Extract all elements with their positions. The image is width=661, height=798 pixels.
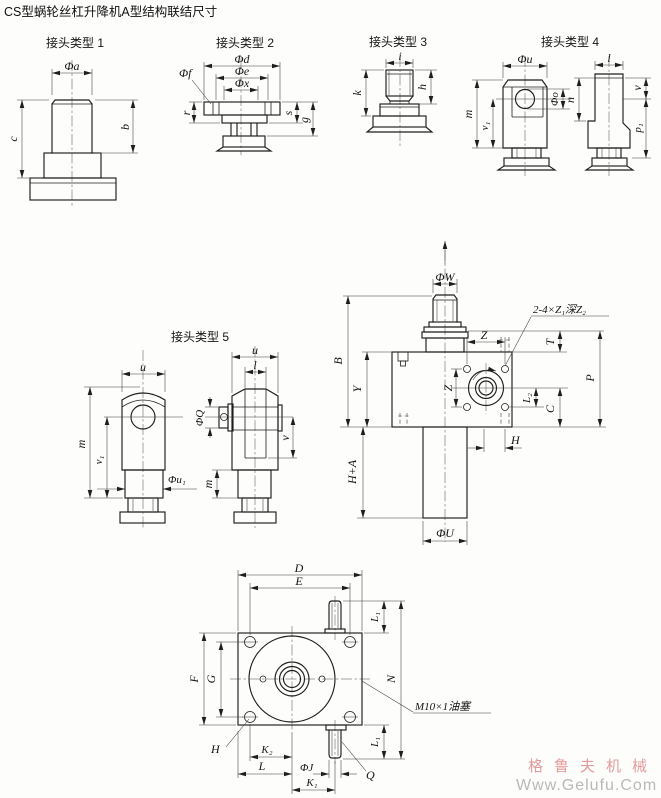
- dim-phi-w: ΦW: [435, 270, 455, 284]
- watermark-brand: 格鲁夫机械: [528, 758, 658, 775]
- main-front-view: ΦW Z Z: [331, 241, 609, 545]
- dim-k2: K₂: [260, 744, 272, 756]
- dim-phi-f: Φf: [179, 66, 193, 80]
- dim-k: k: [350, 90, 364, 96]
- bottom-plan-view: D E F G H K₂ L ΦJ K₁: [187, 561, 491, 794]
- joint-type-2: 接头类型 2 Φd Φe Φx Φf r s: [179, 35, 318, 155]
- watermark-url: Www.Gelufu.Com: [516, 777, 657, 794]
- dim-l1-bottom: L₁: [369, 737, 381, 748]
- dim-b-main: B: [331, 357, 345, 365]
- dim-l-bottom: L: [258, 759, 266, 773]
- dim-v1: v₁: [479, 121, 491, 130]
- dim-phi-u1: Φu₁: [168, 474, 186, 486]
- dim-v: v: [630, 85, 644, 91]
- dim-d: D: [294, 561, 304, 575]
- dim-q: Q: [366, 768, 375, 782]
- dim-h: h: [415, 84, 429, 90]
- dim-l1-top: L₁: [369, 612, 381, 623]
- dim-n: n: [563, 97, 577, 103]
- dim-l-j5: l: [253, 358, 257, 372]
- dim-f: F: [187, 675, 201, 684]
- watermark: 格鲁夫机械 Www.Gelufu.Com: [516, 758, 658, 794]
- dim-g: g: [297, 117, 311, 123]
- joint4-label: 接头类型 4: [541, 34, 599, 49]
- dim-h-bottom: H: [210, 742, 221, 756]
- dim-m: m: [461, 109, 475, 118]
- drawing-title: CS型蜗轮丝杠升降机A型结构联结尺寸: [4, 4, 217, 19]
- joint3-label: 接头类型 3: [369, 34, 427, 49]
- dim-u-left: u: [140, 360, 146, 374]
- dim-m-left: m: [74, 439, 88, 448]
- joint2-label: 接头类型 2: [216, 35, 274, 50]
- dim-v1-j5: v₁: [93, 455, 105, 464]
- dim-phi-o: Φo: [549, 92, 561, 106]
- dim-phi-j: ΦJ: [300, 762, 314, 774]
- dim-l2: L₂: [521, 393, 533, 404]
- dim-r: r: [179, 110, 193, 115]
- oil-plug-note: M10×1油塞: [414, 700, 472, 713]
- joint-type-4: 接头类型 4 Φu Φo m v₁ l: [461, 34, 651, 176]
- dim-phi-u-shaft: ΦU: [436, 526, 455, 540]
- dim-y: Y: [350, 384, 364, 392]
- dim-phi-a: Φa: [64, 59, 79, 73]
- joint5-label: 接头类型 5: [171, 329, 229, 344]
- dim-phi-d: Φd: [234, 52, 250, 66]
- dim-t: T: [543, 337, 557, 345]
- dim-b: b: [118, 124, 132, 130]
- dim-p: P: [583, 374, 597, 383]
- dim-u-right: u: [252, 343, 258, 357]
- dim-phi-e: Φe: [235, 64, 250, 78]
- dim-v-j5: v: [278, 435, 292, 441]
- dim-m-right: m: [201, 479, 215, 488]
- dim-h-plus-a: H+A: [345, 459, 359, 485]
- dim-l: l: [607, 51, 611, 65]
- dim-c: c: [6, 136, 20, 142]
- joint-type-3: 接头类型 3 i k h: [350, 34, 437, 146]
- dim-h-main: H: [510, 433, 521, 447]
- tap-hole-note: 2-4×Z₁深Z₂: [533, 303, 586, 316]
- dim-phi-x: Φx: [235, 76, 250, 90]
- dim-e: E: [294, 574, 303, 588]
- dim-z-vertical: Z: [441, 384, 455, 391]
- dim-n: N: [384, 674, 398, 684]
- dim-i: i: [398, 49, 401, 63]
- dim-phi-u: Φu: [517, 52, 532, 66]
- dim-g: G: [204, 674, 218, 683]
- dim-s: s: [281, 110, 295, 115]
- joint-type-1: 接头类型 1 Φa c b: [6, 35, 138, 206]
- dim-p1: p₁: [632, 123, 644, 134]
- dim-z-horizontal: Z: [481, 328, 488, 342]
- dim-c-main: C: [543, 404, 557, 413]
- dim-phi-q: ΦQ: [194, 410, 206, 426]
- joint1-label: 接头类型 1: [46, 35, 104, 50]
- dim-k1: K₁: [305, 777, 317, 789]
- joint-type-5: 接头类型 5 u m v₁ Φu₁ u l: [74, 329, 297, 528]
